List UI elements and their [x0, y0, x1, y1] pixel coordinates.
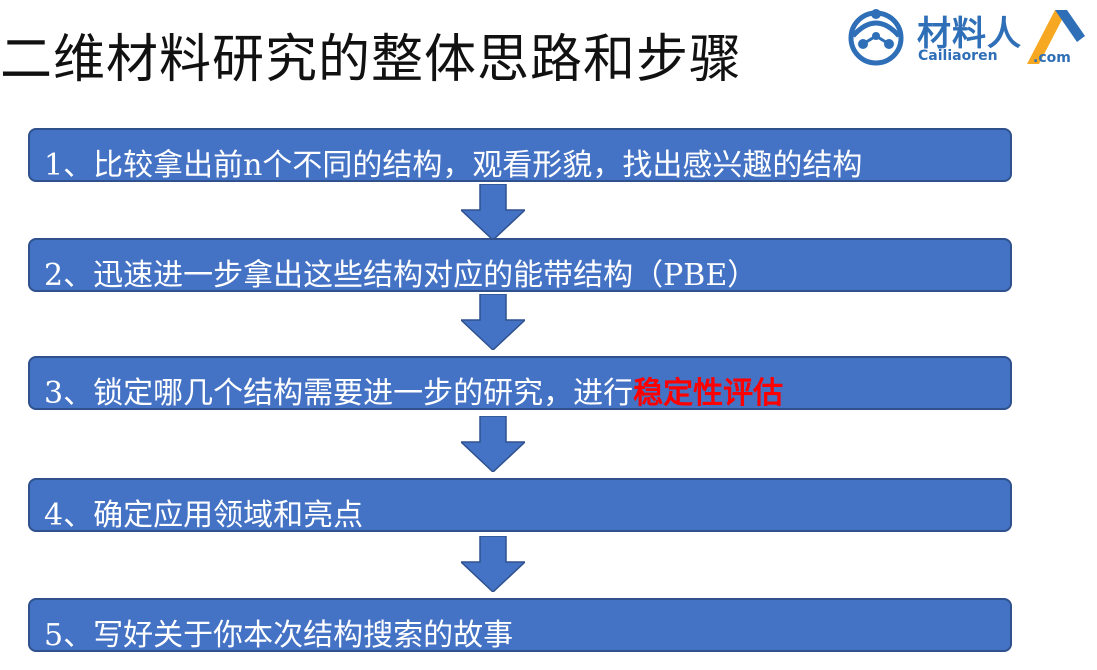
down-arrow-icon: [461, 184, 525, 240]
step-box-3: 3、锁定哪几个结构需要进一步的研究，进行稳定性评估: [28, 356, 1012, 411]
down-arrow-icon: [461, 536, 525, 592]
logo-chinese-text: 材料人: [917, 14, 1022, 54]
step-box-1: 1、比较拿出前n个不同的结构，观看形貌，找出感兴趣的结构: [28, 128, 1012, 183]
cailiaoren-logo: 材料人 Cailiaoren .com: [843, 6, 1088, 66]
step-3-text: 3、锁定哪几个结构需要进一步的研究，进行稳定性评估: [44, 374, 783, 414]
step-3-highlight-text: 稳定性评估: [633, 376, 784, 411]
logo-com-text: .com: [1033, 50, 1071, 66]
logo-emblem-icon: [848, 9, 904, 66]
step-box-2: 2、迅速进一步拿出这些结构对应的能带结构（PBE）: [28, 238, 1012, 293]
logo-english-text: Cailiaoren: [918, 48, 998, 64]
step-4-text: 4、确定应用领域和亮点: [44, 498, 364, 533]
step-3-main-text: 3、锁定哪几个结构需要进一步的研究，进行: [44, 376, 634, 411]
down-arrow-icon: [461, 294, 525, 350]
step-2-text: 2、迅速进一步拿出这些结构对应的能带结构（PBE）: [44, 258, 758, 293]
step-box-4: 4、确定应用领域和亮点: [28, 478, 1012, 533]
logo-slash-icon: [1027, 10, 1085, 64]
step-5-text: 5、写好关于你本次结构搜索的故事: [44, 618, 514, 653]
step-box-5: 5、写好关于你本次结构搜索的故事: [28, 598, 1012, 653]
step-1-text: 1、比较拿出前n个不同的结构，观看形貌，找出感兴趣的结构: [44, 148, 863, 183]
down-arrow-icon: [461, 416, 525, 472]
page-title: 二维材料研究的整体思路和步骤: [0, 30, 743, 90]
